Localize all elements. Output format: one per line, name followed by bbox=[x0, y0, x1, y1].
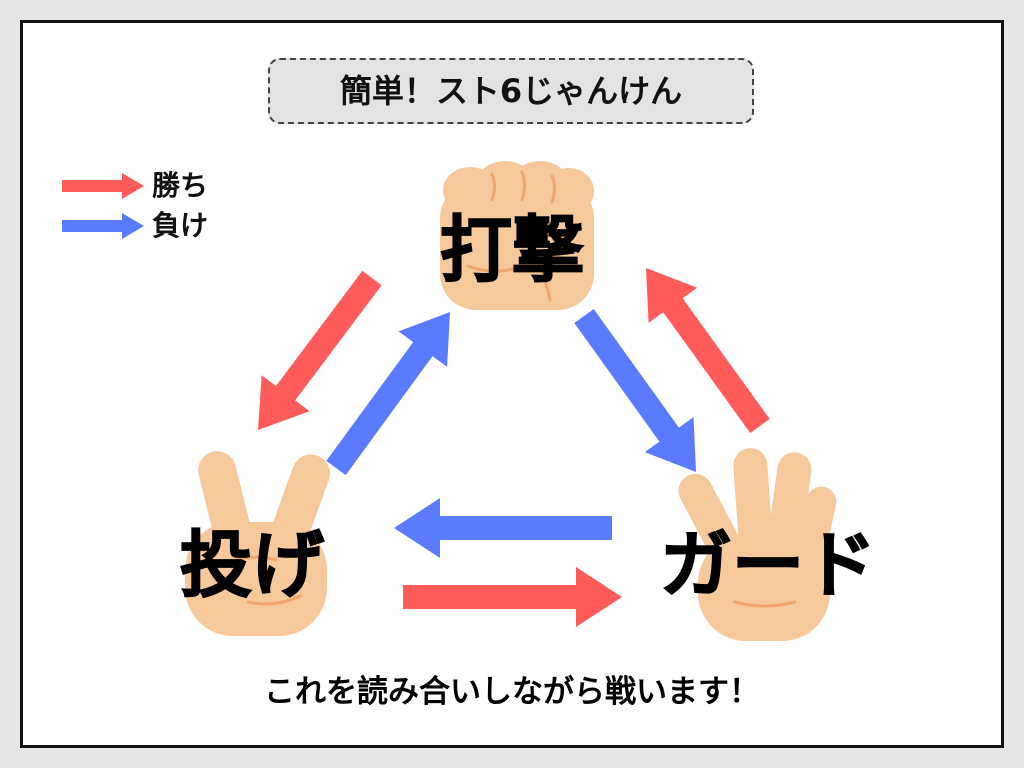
fist-finger-line bbox=[490, 172, 496, 202]
lose-arrow-guard-to-throw bbox=[394, 498, 612, 558]
fist-thumb-line bbox=[466, 255, 576, 273]
win-arrow-throw-to-guard bbox=[403, 567, 622, 627]
open-hand-line bbox=[733, 600, 797, 608]
legend-lose-arrow bbox=[62, 213, 144, 239]
lose-arrow-throw-to-strike bbox=[326, 312, 450, 476]
peace-palm bbox=[185, 522, 327, 636]
page-title: 簡単！スト6じゃんけん bbox=[339, 72, 683, 110]
win-arrow-strike-to-throw bbox=[258, 270, 382, 430]
peace-fold-line bbox=[246, 594, 302, 606]
caption: これを読み合いしながら戦います！ bbox=[264, 674, 760, 710]
fist-thumb-line bbox=[536, 260, 552, 302]
legend-label-lose: 負け bbox=[152, 209, 209, 242]
node-label-throw: 投げ bbox=[179, 522, 325, 608]
legend-win-arrow bbox=[62, 173, 144, 199]
fist-body bbox=[440, 182, 594, 310]
title-box: 簡単！スト6じゃんけん bbox=[268, 58, 754, 124]
fist-finger-line bbox=[550, 174, 556, 204]
open-hand-finger bbox=[733, 448, 773, 558]
open-hand-icon bbox=[678, 448, 837, 641]
win-arrow-guard-to-strike bbox=[646, 268, 770, 433]
lose-arrow-strike-to-guard bbox=[574, 309, 696, 472]
node-label-strike: 打撃 bbox=[439, 207, 585, 293]
legend-label-win: 勝ち bbox=[152, 169, 209, 202]
peace-fold-line bbox=[234, 555, 278, 562]
peace-hand-icon bbox=[185, 451, 331, 636]
fist-icon bbox=[440, 161, 594, 310]
fist-finger-line bbox=[520, 170, 526, 202]
slide-frame bbox=[20, 20, 1004, 748]
node-label-guard: ガード bbox=[659, 522, 877, 608]
open-hand-palm bbox=[698, 535, 830, 641]
